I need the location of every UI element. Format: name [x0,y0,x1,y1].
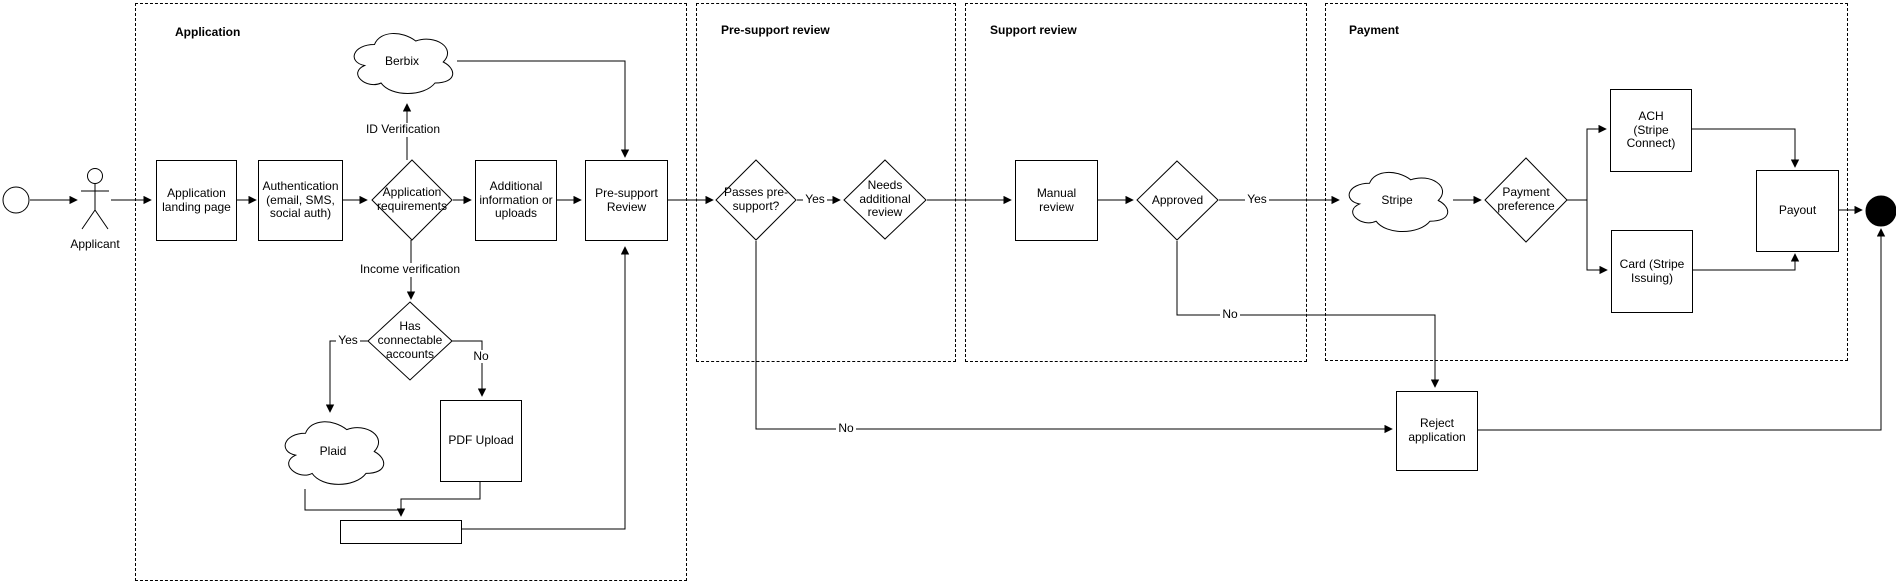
ach-node[interactable]: ACH (Stripe Connect) [1610,89,1692,172]
stripe-cloud-shape[interactable] [1348,171,1449,232]
needs-additional-review-diamond[interactable] [843,159,927,240]
approved-label: Approved [1151,192,1204,207]
edge-label-id-verification: ID Verification [363,122,443,137]
additional-information-label: Additional information or uploads [479,178,553,221]
card-label: Card (Stripe Issuing) [1619,256,1685,285]
container-application-title: Application [175,25,241,39]
edge-label-income-verification: Income verification [357,262,463,277]
application-requirements-node[interactable]: Application requirements [372,160,452,240]
authentication-label: Authentication (email, SMS, social auth) [262,178,339,221]
passes-pre-support-label: Passes pre-support? [723,185,789,213]
container-payment[interactable]: Payment [1325,3,1848,361]
reject-application-node[interactable]: Reject application [1396,391,1478,471]
stripe-node[interactable]: Stripe [1342,166,1452,235]
payment-preference-node[interactable]: Payment preference [1485,158,1567,242]
edge-label-has-accounts-no: No [471,348,491,364]
edge-plaid-to-merge [304,489,401,511]
edge-reject-to-end [1477,228,1886,431]
merge-bar-node[interactable] [340,520,462,544]
edge-berbix-to-presupport [457,60,630,158]
authentication-node[interactable]: Authentication (email, SMS, social auth) [258,160,343,241]
payment-preference-diamond[interactable] [1484,157,1568,243]
edge-has-accounts-no-to-pdf [452,340,487,397]
edge-merge-to-presupport [460,246,630,530]
edge-label-has-accounts-yes: Yes [336,332,360,348]
ach-label: ACH (Stripe Connect) [1626,108,1676,151]
container-payment-title: Payment [1349,23,1400,37]
edge-approved-no-to-reject [1176,241,1440,388]
berbix-label: Berbix [384,54,419,69]
needs-additional-review-node[interactable]: Needs additional review [844,160,926,239]
end-event-circle[interactable] [1865,195,1896,227]
reject-application-label: Reject application [1408,416,1466,444]
stripe-label: Stripe [1381,192,1413,207]
edge-has-accounts-yes-to-plaid [325,340,368,413]
edge-label-passes-no: No [836,420,856,436]
payout-label: Payout [1778,203,1817,218]
applicant-label: Applicant [70,237,120,251]
plaid-cloud-shape[interactable] [284,421,385,485]
manual-review-node[interactable]: Manual review [1015,160,1098,241]
has-connectable-accounts-node[interactable]: Has connectable accounts [368,302,452,380]
approved-node[interactable]: Approved [1137,161,1218,240]
start-event-circle[interactable] [2,186,30,214]
edge-preference-to-card [1586,200,1608,275]
container-support-review-title: Support review [990,23,1077,37]
container-pre-support-review[interactable]: Pre-support review [696,3,956,362]
application-requirements-diamond[interactable] [371,159,453,241]
applicant-actor-icon[interactable] [81,168,109,230]
berbix-cloud-shape[interactable] [353,33,454,94]
card-node[interactable]: Card (Stripe Issuing) [1611,230,1693,313]
payout-node[interactable]: Payout [1756,170,1839,252]
edge-label-approved-yes: Yes [1245,191,1269,207]
approved-diamond[interactable] [1136,160,1219,241]
edge-card-to-payout [1692,253,1800,271]
edge-pdf-to-merge [396,481,481,517]
edge-preference-to-ach [1586,124,1607,200]
container-pre-support-review-title: Pre-support review [721,23,830,37]
application-landing-page-label: Application landing page [162,185,231,214]
edge-ach-to-payout [1691,128,1800,168]
has-connectable-accounts-diamond[interactable] [367,301,453,381]
berbix-node[interactable]: Berbix [347,27,457,97]
passes-pre-support-diamond[interactable] [715,159,797,241]
application-requirements-label: Application requirements [376,185,448,213]
pdf-upload-label: PDF Upload [448,433,514,448]
payment-preference-label: Payment preference [1497,185,1555,213]
edge-passes-no-to-reject [755,241,1393,434]
additional-information-node[interactable]: Additional information or uploads [475,160,557,241]
container-support-review[interactable]: Support review [965,3,1307,362]
pre-support-review-label: Pre-support Review [595,185,658,214]
plaid-node[interactable]: Plaid [278,415,388,488]
passes-pre-support-node[interactable]: Passes pre-support? [716,160,796,240]
plaid-label: Plaid [319,443,347,458]
pdf-upload-node[interactable]: PDF Upload [440,400,522,482]
has-connectable-accounts-label: Has connectable accounts [377,319,443,361]
application-landing-page-node[interactable]: Application landing page [156,160,237,241]
manual-review-label: Manual review [1036,185,1077,214]
edge-label-passes-yes: Yes [803,191,827,207]
edge-label-approved-no: No [1220,306,1240,322]
needs-additional-review-label: Needs additional review [859,177,911,220]
pre-support-review-node[interactable]: Pre-support Review [585,160,668,241]
